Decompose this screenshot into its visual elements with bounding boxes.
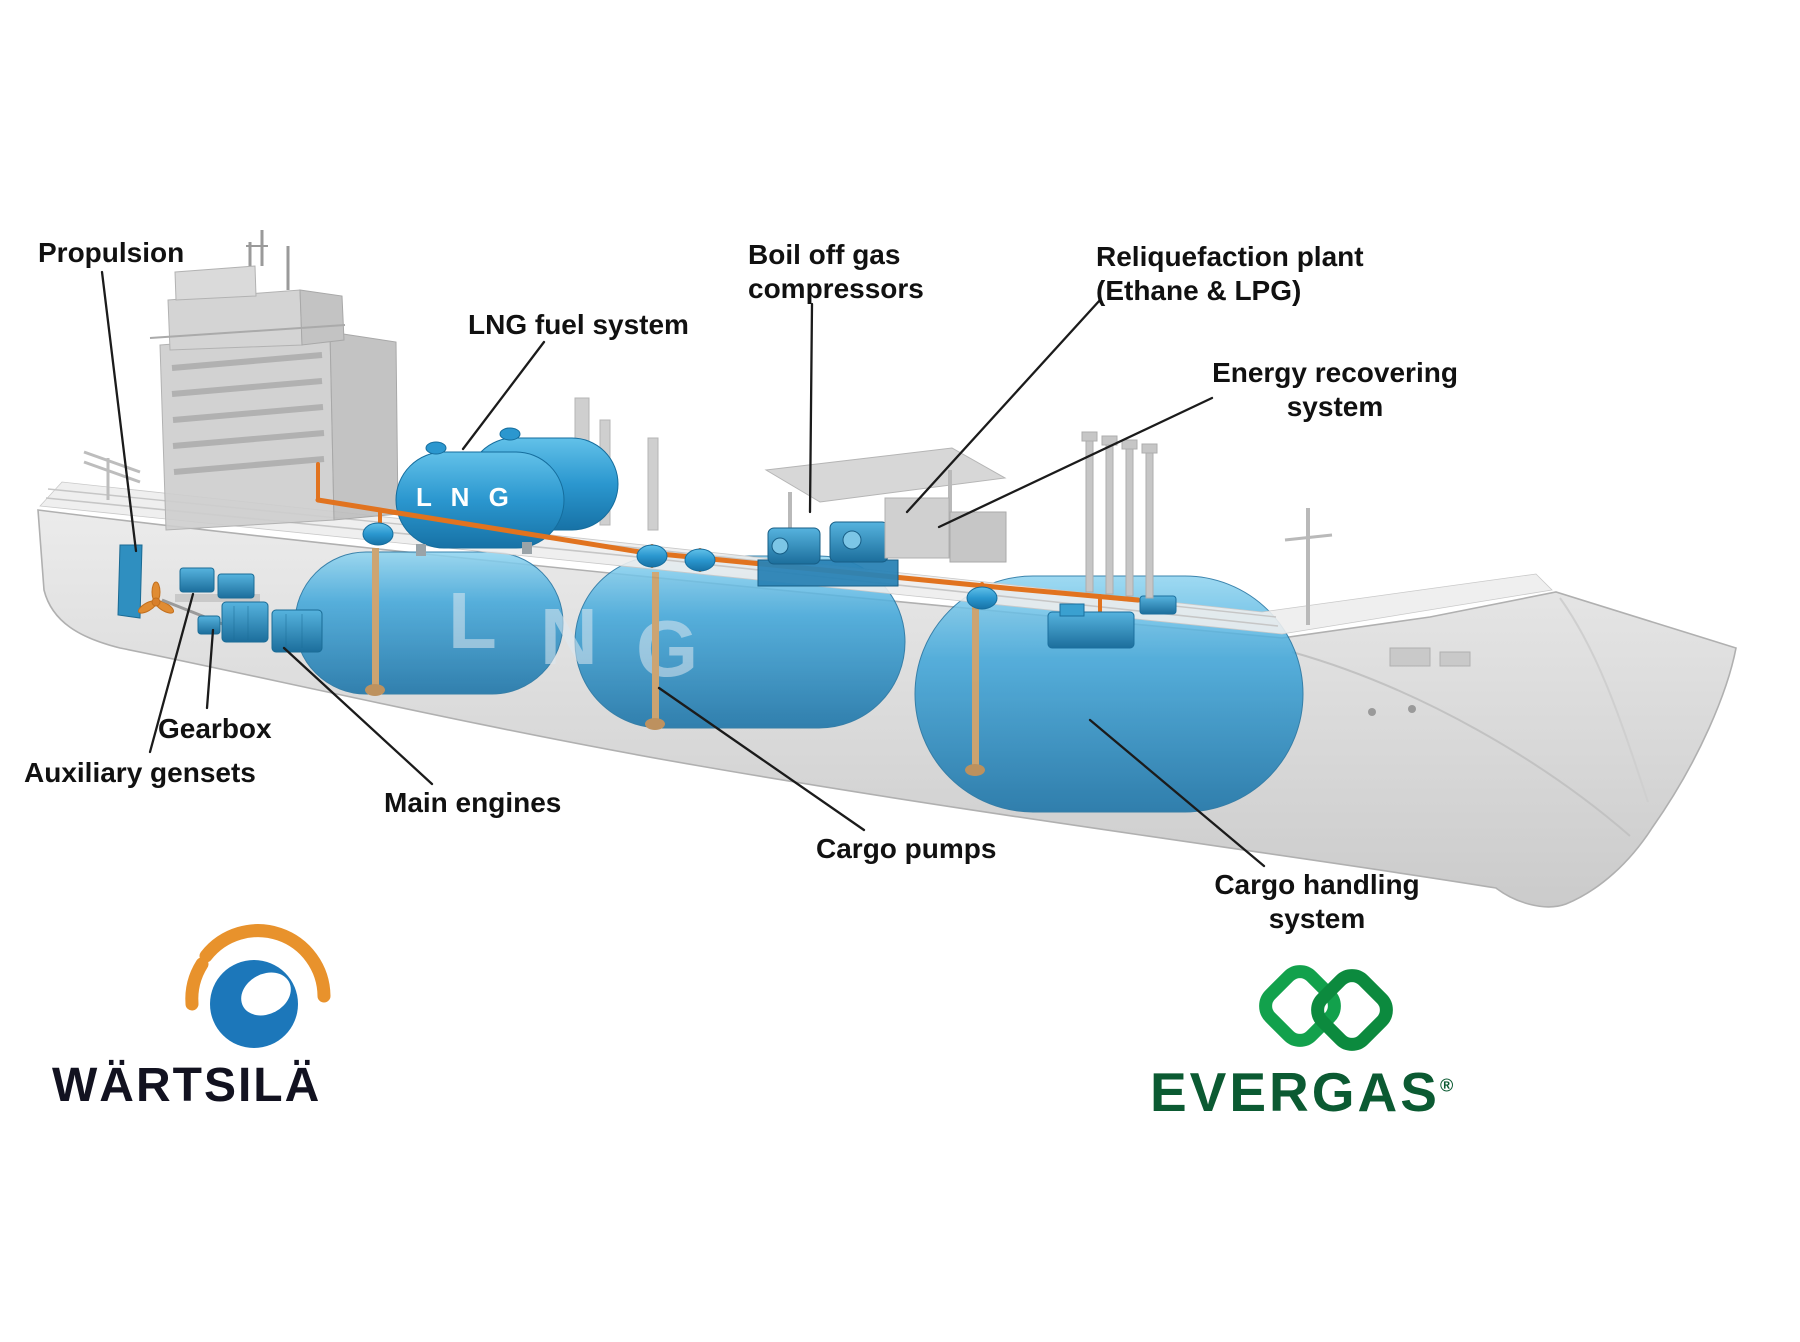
bridge-rail xyxy=(149,324,346,339)
wartsila-wordmark: WÄRTSILÄ xyxy=(52,1059,322,1112)
tank-watermark-letter: L xyxy=(448,576,497,665)
label-reliquefaction-plant: Reliquefaction plant (Ethane & LPG) xyxy=(1096,241,1364,307)
auxiliary-gensets-unit xyxy=(179,567,255,599)
windlass xyxy=(1389,647,1431,667)
label-auxiliary-gensets: Auxiliary gensets xyxy=(24,757,256,788)
wartsila-logo-icon xyxy=(185,924,331,1048)
masts xyxy=(246,230,290,290)
lng-deck-tank-text: L N G xyxy=(416,482,515,512)
leader-line-auxiliary-gensets xyxy=(148,592,195,754)
hawse-pipe xyxy=(1408,705,1416,713)
energy-recovery-unit xyxy=(949,511,1007,563)
tank-watermark-letter: G xyxy=(636,604,698,693)
windlass xyxy=(1439,651,1471,667)
leader-line-reliquefaction-plant xyxy=(905,298,1102,514)
foremast xyxy=(1284,508,1333,625)
cargo-pump-columns xyxy=(365,548,985,776)
label-lng-fuel-system: LNG fuel system xyxy=(468,309,689,340)
leader-line-cargo-pumps xyxy=(657,686,866,832)
reliquefaction-plant-unit xyxy=(884,497,950,559)
deck-domes xyxy=(362,522,998,610)
leader-line-main-engines xyxy=(282,646,434,786)
leader-line-energy-recovering-system xyxy=(937,396,1214,529)
label-boil-off-gas-compressors: Boil off gas compressors xyxy=(748,239,924,305)
registered-trademark-symbol: ® xyxy=(1439,1075,1454,1096)
stern-machinery xyxy=(117,544,323,653)
rudder-propulsion-unit xyxy=(117,544,143,619)
bow-stem-crease xyxy=(1559,597,1649,803)
leader-line-cargo-handling-system xyxy=(1088,718,1266,868)
label-cargo-pumps: Cargo pumps xyxy=(816,833,997,864)
label-propulsion: Propulsion xyxy=(38,237,185,268)
cargo-tank-1 xyxy=(294,551,564,695)
compressor-area xyxy=(757,447,1007,587)
cargo-tanks: L N G xyxy=(294,548,1304,813)
gearbox-unit xyxy=(197,615,221,635)
leader-line-propulsion xyxy=(100,270,138,553)
evergas-logo-icon xyxy=(1259,965,1393,1051)
stern-gangway xyxy=(83,450,141,500)
leader-line-boil-off-gas-compressors xyxy=(808,302,814,514)
evergas-wordmark: EVERGAS® xyxy=(1150,1060,1453,1124)
leader-lines xyxy=(100,270,1266,868)
canopy-roof xyxy=(764,447,1007,503)
lng-deck-tanks: L N G xyxy=(395,427,619,556)
lng-deck-tank-front xyxy=(395,451,565,549)
leader-line-gearbox xyxy=(205,628,215,710)
propeller xyxy=(137,581,175,614)
label-cargo-handling-system: Cargo handling system xyxy=(1214,869,1420,935)
superstructure-windows xyxy=(171,352,325,475)
cargo-handling-unit xyxy=(1047,595,1177,649)
hawse-pipe xyxy=(1368,708,1376,716)
label-main-engines: Main engines xyxy=(384,787,562,818)
label-energy-recovering-system: Energy recovering system xyxy=(1212,357,1458,423)
vent-mast-group xyxy=(1081,431,1158,599)
bow-flare-crease xyxy=(1291,651,1631,837)
evergas-wordmark-text: EVERGAS xyxy=(1150,1061,1440,1123)
tank-watermark-letter: N xyxy=(540,592,598,681)
platform xyxy=(175,594,260,602)
label-gearbox: Gearbox xyxy=(158,713,272,744)
main-engines-unit xyxy=(221,601,323,653)
boil-off-gas-compressor-unit xyxy=(757,521,899,587)
leader-line-lng-fuel-system xyxy=(461,340,546,451)
